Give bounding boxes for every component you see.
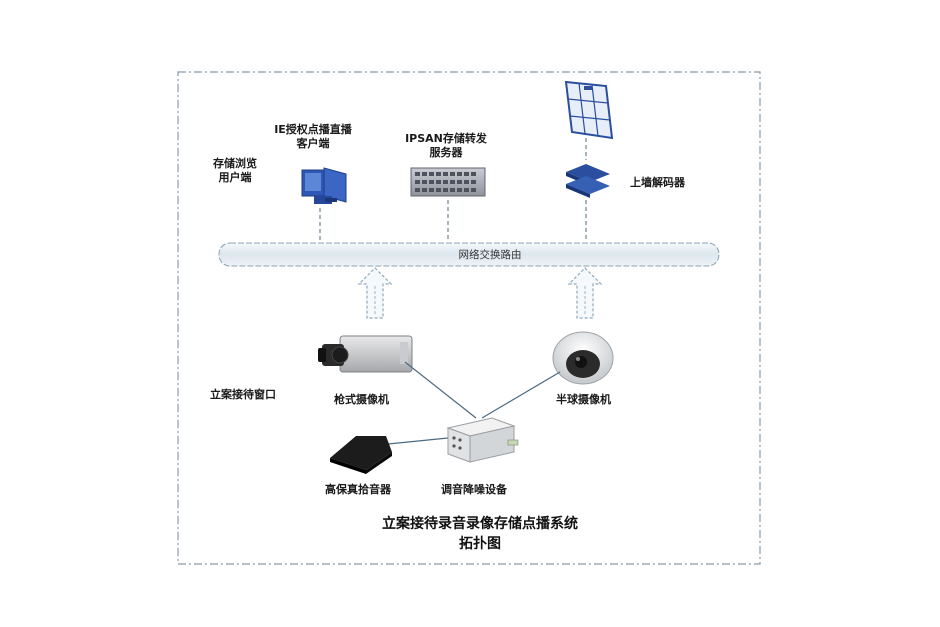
computer-icon bbox=[301, 167, 347, 204]
system-frame bbox=[177, 71, 761, 565]
decoder-icon bbox=[566, 164, 610, 198]
box-camera-label: 枪式摄像机 bbox=[334, 393, 389, 406]
diagram-title: 立案接待录音录像存储点播系统 拓扑图 bbox=[330, 514, 630, 554]
video-wall-icon bbox=[564, 80, 614, 140]
title-line1: 立案接待录音录像存储点播系统 bbox=[382, 516, 578, 532]
dome-camera-icon bbox=[552, 331, 614, 385]
network-bus bbox=[218, 242, 720, 267]
audio-device-label: 调音降噪设备 bbox=[441, 483, 507, 496]
ie-client-line2: 客户端 bbox=[296, 137, 330, 150]
reception-window-label: 立案接待窗口 bbox=[210, 388, 276, 401]
mic-to-audio bbox=[387, 437, 449, 445]
microphone-icon bbox=[330, 436, 392, 474]
microphone-label: 高保真拾音器 bbox=[325, 483, 391, 496]
ie-client-line1: IE授权点播直播 bbox=[274, 123, 352, 136]
ipsan-server-line2: 服务器 bbox=[429, 146, 463, 159]
ipsan-server-line1: IPSAN存储转发 bbox=[405, 132, 487, 145]
wall-decoder-label: 上墙解码器 bbox=[630, 176, 685, 189]
up-arrow-right bbox=[567, 267, 603, 319]
server-icon bbox=[410, 167, 486, 197]
box-camera-to-audio bbox=[404, 361, 477, 419]
title-line2: 拓扑图 bbox=[459, 536, 501, 552]
network-bus-label: 网络交换路由 bbox=[458, 249, 522, 261]
box-camera-icon bbox=[318, 335, 413, 373]
audio-device-icon bbox=[446, 417, 519, 463]
ie-client-label: IE授权点播直播 客户端 bbox=[258, 123, 368, 151]
storage-browser-line2: 用户端 bbox=[218, 171, 252, 184]
ipsan-server-label: IPSAN存储转发 服务器 bbox=[390, 132, 502, 160]
dome-camera-to-audio bbox=[481, 371, 561, 419]
up-arrow-left bbox=[357, 267, 393, 319]
storage-browser-line1: 存储浏览 bbox=[213, 157, 257, 170]
dome-camera-label: 半球摄像机 bbox=[556, 393, 611, 406]
storage-browser-label: 存储浏览 用户端 bbox=[200, 157, 270, 185]
